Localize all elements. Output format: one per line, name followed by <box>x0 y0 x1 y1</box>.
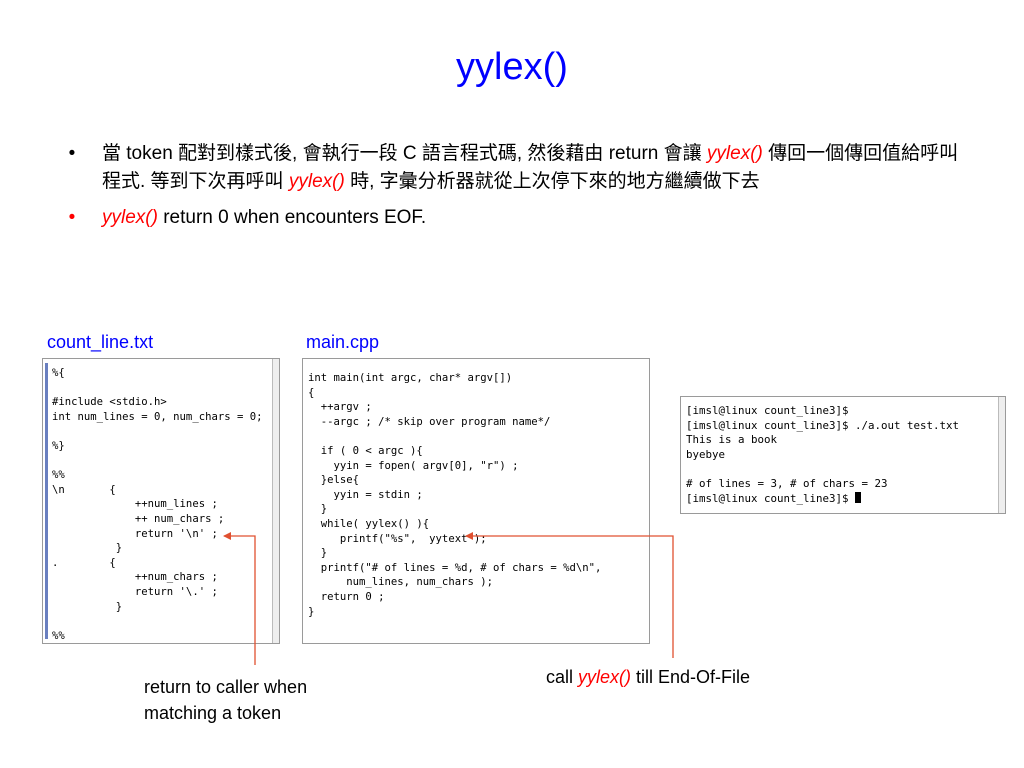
terminal-prompt-line[interactable]: [imsl@linux count_line3]$ <box>686 491 1005 507</box>
caption-return-to-caller: return to caller when matching a token <box>144 674 307 726</box>
code-line: return '\n' ; <box>52 527 218 540</box>
code-line: . { <box>52 556 116 569</box>
code-line: yyin = stdin ; <box>308 488 423 501</box>
terminal-prompt: [imsl@linux count_line3]$ <box>686 491 856 505</box>
main-code-panel: int main(int argc, char* argv[]) { ++argv… <box>302 358 650 644</box>
terminal-line: byebye <box>686 447 726 461</box>
slide-title: yylex() <box>456 46 568 88</box>
code-line: } <box>308 547 328 560</box>
code-line: %} <box>52 439 65 452</box>
code-line: ++num_chars ; <box>52 571 218 584</box>
code-line: } <box>52 542 123 555</box>
arrow-to-lex-return <box>223 532 256 665</box>
code-line: int main(int argc, char* argv[]) <box>308 372 513 384</box>
code-line: printf("%s", yytext ); <box>308 532 487 545</box>
terminal-line: [imsl@linux count_line3]$ ./a.out test.t… <box>686 418 960 432</box>
bullet-list: • 當 token 配對到樣式後, 會執行一段 C 語言程式碼, 然後藉由 re… <box>62 140 962 232</box>
caption-prefix: call <box>546 667 579 687</box>
scrollbar[interactable] <box>998 397 1005 513</box>
code-line: while( yylex() ){ <box>308 517 430 530</box>
arrow-to-yylex-call <box>465 532 674 658</box>
code-line: %% <box>52 469 65 482</box>
code-line: { <box>308 386 315 399</box>
code-line: printf("# of lines = %d, # of chars = %d… <box>308 561 602 574</box>
code-line: #include <stdio.h> <box>52 396 167 409</box>
code-line: ++num_lines ; <box>52 498 218 511</box>
bullet-text-1-part-2: yylex() <box>706 143 763 164</box>
lex-file-label: count_line.txt <box>47 332 154 352</box>
bullet-dot: • <box>68 143 76 164</box>
code-line: ++argv ; <box>308 401 372 414</box>
terminal-line: # of lines = 3, # of chars = 23 <box>686 476 888 490</box>
terminal-cursor <box>855 491 862 503</box>
bullet-text-2-part-1: yylex() <box>102 207 158 228</box>
scrollbar[interactable] <box>272 359 279 643</box>
terminal-window: [imsl@linux count_line3]$[imsl@linux cou… <box>680 396 1006 514</box>
code-line: }else{ <box>308 474 360 487</box>
code-line: num_lines, num_chars ); <box>308 576 493 589</box>
main-file-label: main.cpp <box>306 332 380 352</box>
caption-line: matching a token <box>144 703 282 723</box>
bullet-item-2: • yylex() return 0 when encounters EOF. <box>62 204 962 232</box>
lex-code-panel: %{ #include <stdio.h>int num_lines = 0, n… <box>42 358 280 644</box>
code-line: } <box>52 600 123 613</box>
code-line: \n { <box>52 483 116 496</box>
caption-suffix: till End-Of-File <box>631 667 751 687</box>
code-line: return '\.' ; <box>52 585 218 598</box>
code-line: ++ num_chars ; <box>52 512 225 525</box>
caption-line: return to caller when <box>144 677 308 697</box>
terminal-line: [imsl@linux count_line3]$ <box>686 404 849 417</box>
code-line: yyin = fopen( argv[0], "r") ; <box>308 459 519 472</box>
code-line: } <box>308 503 328 516</box>
bullet-text-1-part-1: 當 token 配對到樣式後, 會執行一段 C 語言程式碼, 然後藉由 retu… <box>102 143 707 164</box>
code-line: %{ <box>52 367 65 379</box>
code-line: int num_lines = 0, num_chars = 0; <box>52 410 263 423</box>
bullet-text-2-part-2: return 0 when encounters EOF. <box>157 207 427 228</box>
code-line: --argc ; /* skip over program name*/ <box>308 415 551 428</box>
bullet-text-1-part-3: 傳回一個傳回值給呼叫程式. 等到下次再呼叫 <box>102 143 959 192</box>
bullet-item-1: • 當 token 配對到樣式後, 會執行一段 C 語言程式碼, 然後藉由 re… <box>62 140 962 196</box>
code-line: return 0 ; <box>308 590 385 603</box>
bullet-text-1-part-4: yylex() <box>288 171 345 192</box>
bullet-text-1-part-5: 時, 字彙分析器就從上次停下來的地方繼續做下去 <box>344 171 760 192</box>
bullet-dot: • <box>68 207 76 228</box>
terminal-line: This is a book <box>686 433 778 447</box>
caption-call-yylex: call yylex() till End-Of-File <box>546 664 750 690</box>
code-line: %% <box>52 629 65 642</box>
code-line: if ( 0 < argc ){ <box>308 444 423 457</box>
code-line: } <box>308 605 315 618</box>
caption-em: yylex() <box>578 667 632 687</box>
